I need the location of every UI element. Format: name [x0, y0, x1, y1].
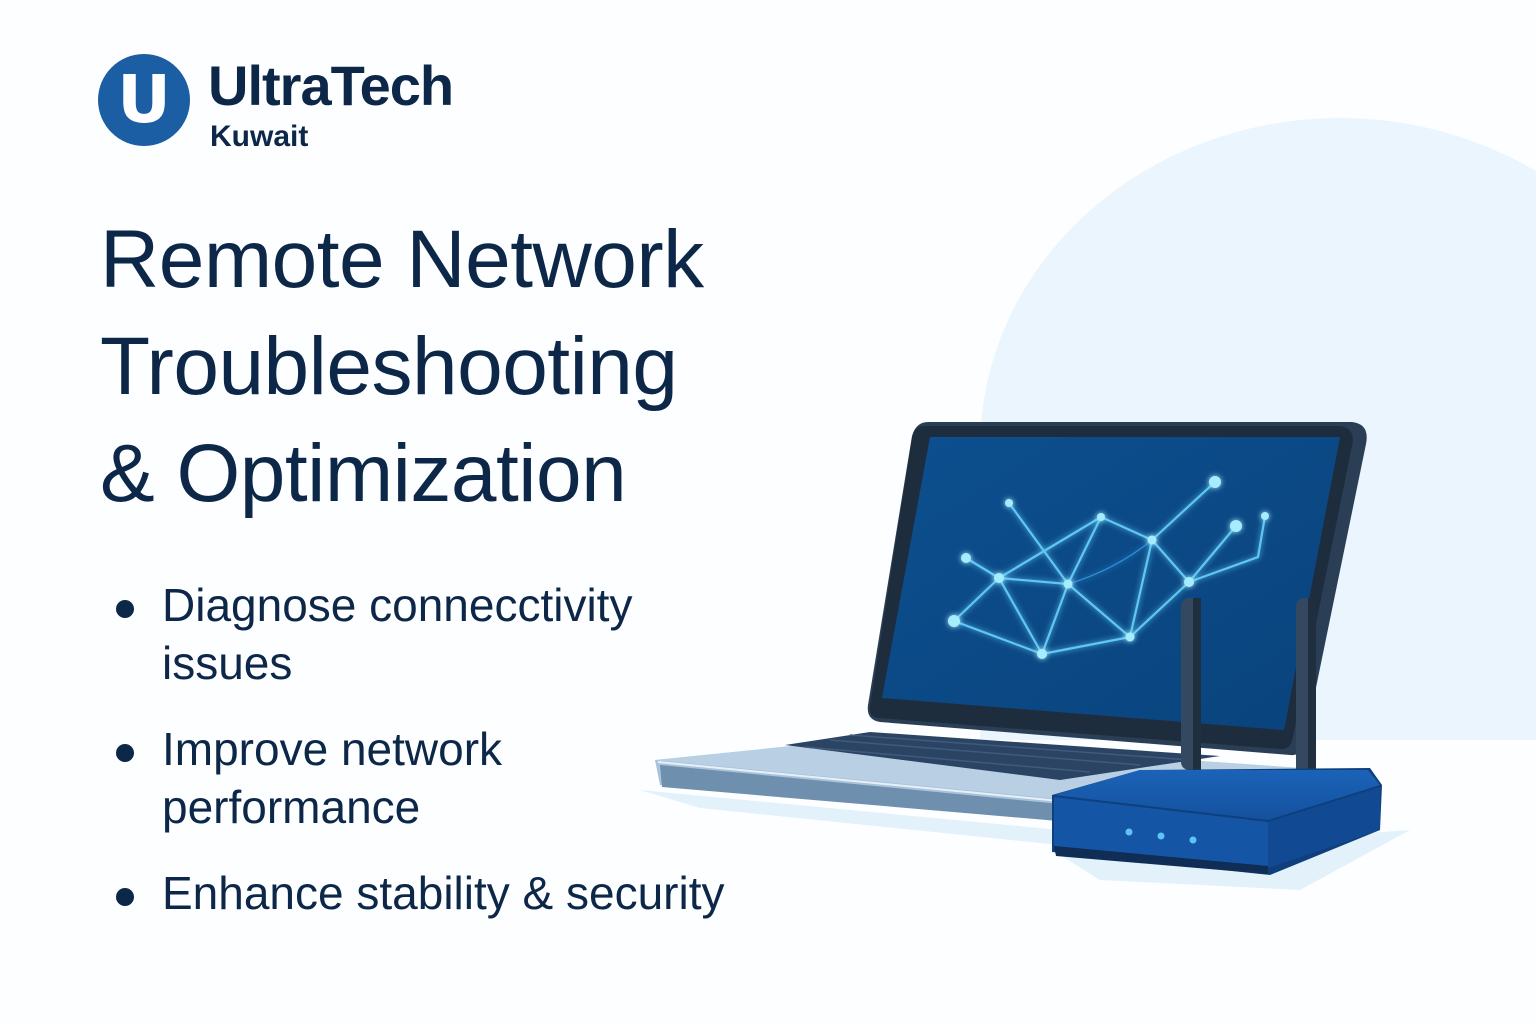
title-line-3: & Optimization	[100, 428, 627, 519]
ground-shadow	[640, 790, 1410, 890]
feature-item: Improve network performance	[112, 720, 732, 836]
feature-list: Diagnose connecctivity issues Improve ne…	[112, 576, 732, 950]
router-led	[1125, 828, 1133, 836]
feature-text: Enhance stability & security	[162, 867, 725, 919]
feature-text: Improve network performance	[162, 723, 503, 833]
bullet-dot-icon	[116, 888, 134, 906]
router-led	[1189, 836, 1197, 844]
feature-item: Enhance stability & security	[112, 864, 732, 922]
feature-item: Diagnose connecctivity issues	[112, 576, 732, 692]
brand-name: UltraTech	[208, 54, 454, 117]
logo-badge-icon: U	[98, 54, 190, 146]
page-title: Remote Network Troubleshooting & Optimiz…	[100, 206, 704, 527]
brand-logo: U UltraTech Kuwait	[98, 54, 454, 154]
title-line-1: Remote Network	[100, 214, 704, 305]
feature-text: Diagnose connecctivity issues	[162, 579, 633, 689]
bullet-dot-icon	[116, 744, 134, 762]
router-led	[1157, 832, 1165, 840]
background-shape	[980, 118, 1536, 740]
brand-location: Kuwait	[210, 120, 309, 153]
bullet-dot-icon	[116, 600, 134, 618]
logo-text: UltraTech Kuwait	[208, 54, 454, 154]
title-line-2: Troubleshooting	[100, 321, 678, 412]
laptop-base	[655, 732, 1330, 822]
